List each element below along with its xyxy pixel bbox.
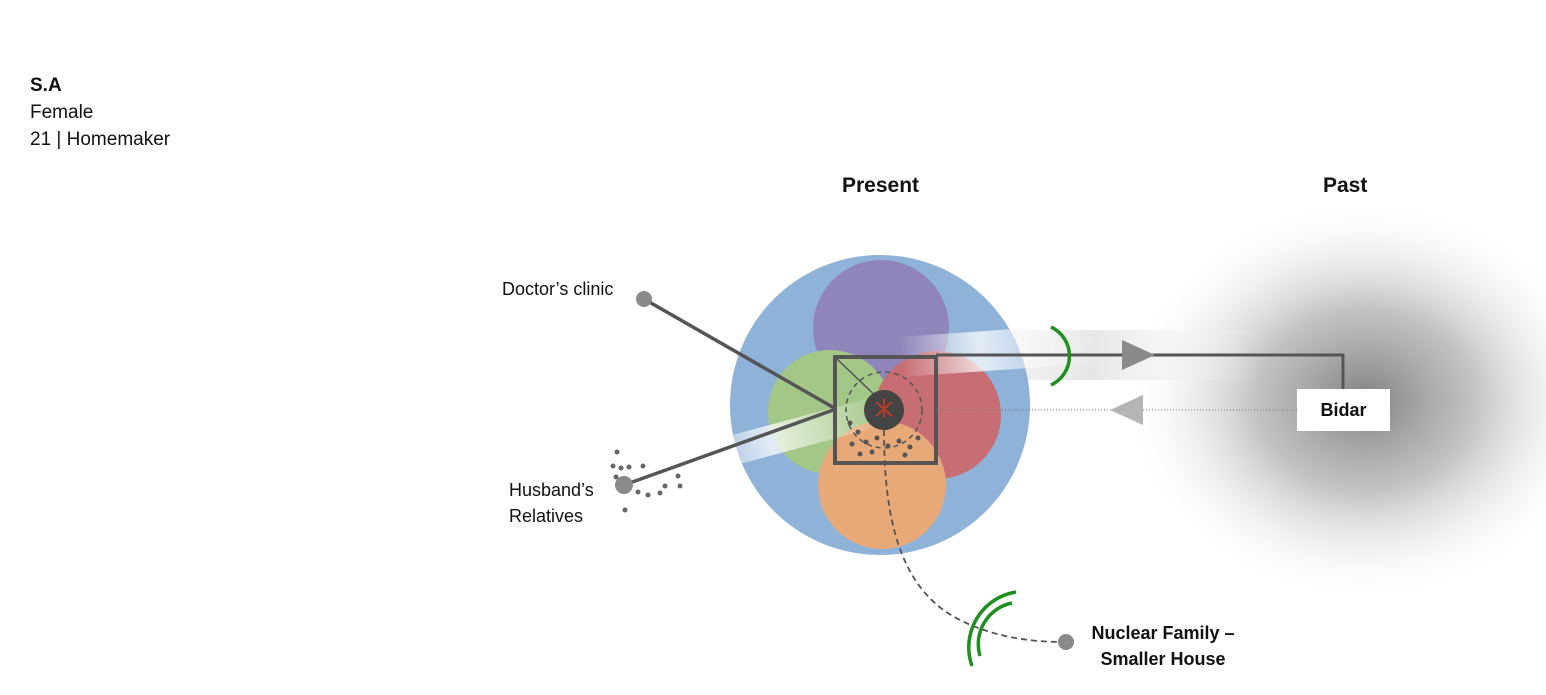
migration-line bbox=[936, 353, 1345, 390]
profile-separator: | bbox=[56, 129, 62, 150]
nuclear-family-label-line1: Nuclear Family – bbox=[1091, 623, 1235, 643]
return-arrowhead bbox=[1110, 395, 1143, 425]
light-streak-1 bbox=[898, 323, 1102, 377]
inner-dots bbox=[847, 420, 921, 458]
profile-age-occupation: 21 | Homemaker bbox=[30, 126, 170, 153]
doctors-clinic-link bbox=[643, 297, 837, 411]
bidar-label: Bidar bbox=[1320, 399, 1367, 420]
profile-age: 21 bbox=[30, 129, 52, 150]
husbands-relatives-label: Husband’s Relatives bbox=[509, 477, 594, 529]
profile-name: S.A bbox=[30, 75, 62, 96]
light-streak-2 bbox=[689, 394, 891, 476]
nuclear-family-label-line2: Smaller House bbox=[1100, 649, 1226, 669]
bottom-circle bbox=[818, 421, 946, 549]
bidar-box[interactable]: Bidar bbox=[1297, 389, 1390, 431]
migration-arrowhead bbox=[1122, 340, 1155, 370]
nuclear-family-arc-inner bbox=[976, 601, 1013, 657]
core-star-mark bbox=[875, 398, 893, 418]
husbands-relatives-label-line2: Relatives bbox=[509, 506, 584, 526]
profile-occupation: Homemaker bbox=[66, 129, 171, 150]
profile-gender: Female bbox=[30, 102, 94, 123]
husbands-relatives-label-line1: Husband’s bbox=[509, 480, 594, 500]
nuclear-family-path bbox=[883, 429, 1067, 643]
husbands-relatives-dots bbox=[610, 449, 683, 513]
doctors-clinic-node[interactable] bbox=[636, 291, 652, 307]
profile-block: S.A Female 21 | Homemaker bbox=[30, 72, 170, 153]
dashed-ring bbox=[845, 371, 923, 449]
husbands-relatives-node[interactable] bbox=[615, 476, 633, 494]
migration-barrier-arc bbox=[1050, 325, 1072, 387]
nuclear-family-node[interactable] bbox=[1058, 634, 1074, 650]
header-past: Past bbox=[1323, 174, 1368, 197]
husbands-relatives-link bbox=[623, 407, 837, 487]
nuclear-family-arc-outer bbox=[967, 590, 1017, 667]
header-present: Present bbox=[842, 174, 920, 197]
nuclear-family-label: Nuclear Family – Smaller House bbox=[1078, 620, 1248, 672]
doctors-clinic-label: Doctor’s clinic bbox=[502, 279, 614, 299]
